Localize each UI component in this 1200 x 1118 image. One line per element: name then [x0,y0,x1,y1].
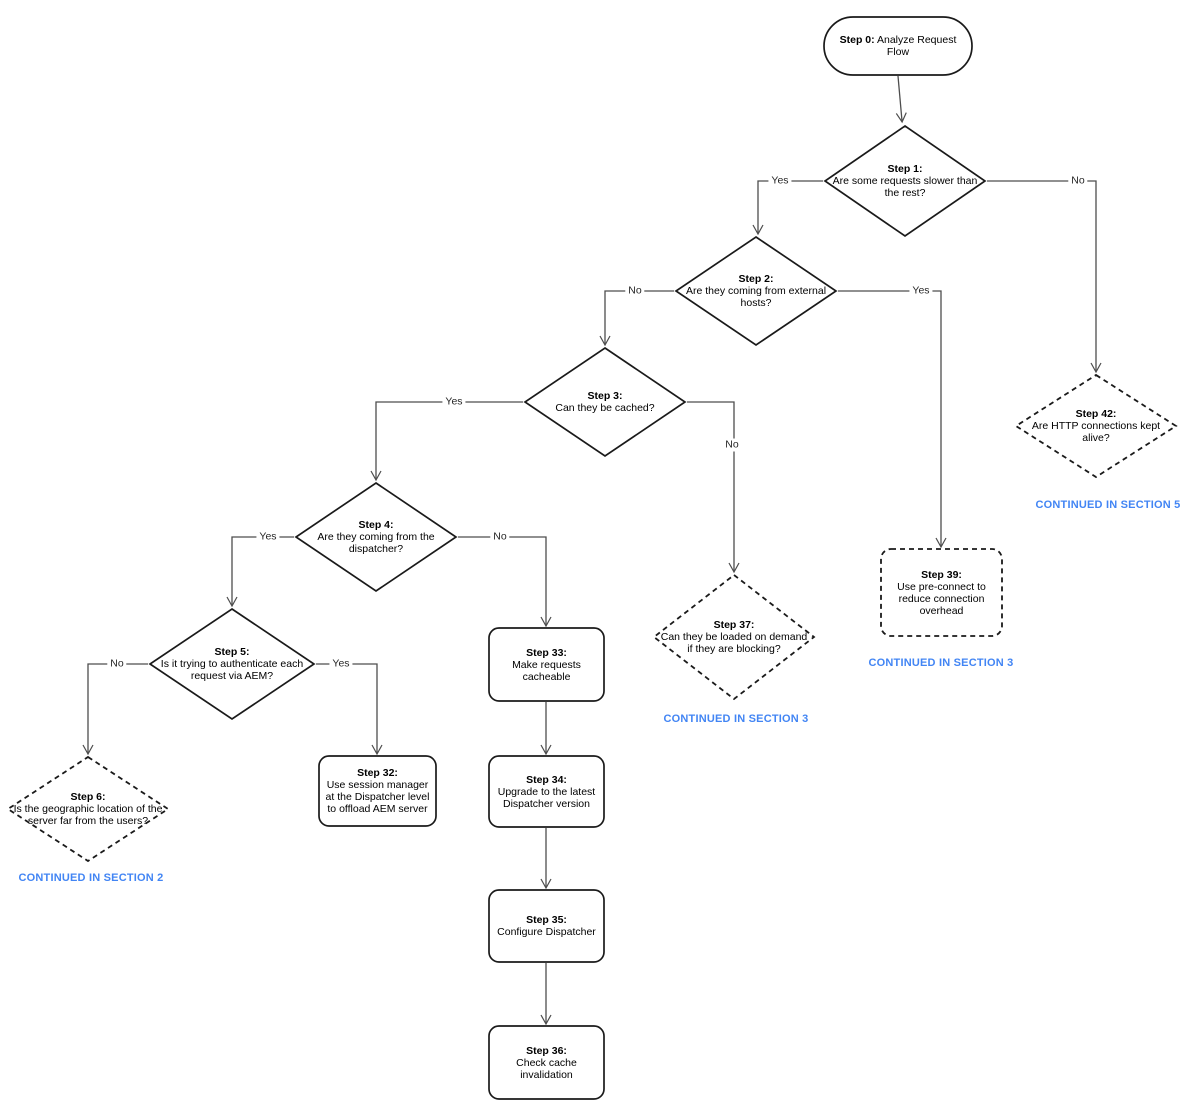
step-label: Step 33: [526,646,567,659]
edge-label-step1-no: No [1068,174,1088,188]
node-step5: Step 5:Is it trying to authenticate each… [148,607,316,721]
dashed-process-shape [880,548,1003,637]
node-step35: Step 35:Configure Dispatcher [488,889,605,963]
dashed-diamond-shape [652,573,816,701]
process-shape [488,755,605,828]
edge-label-step5-yes: Yes [329,657,353,671]
edge-label-step2-no: No [625,284,645,298]
edge-step3-step37 [687,401,740,574]
step-text: Use session manager at the Dispatcher le… [325,779,430,815]
node-step37: Step 37:Can they be loaded on demand if … [652,573,816,701]
edge-label-step1-yes: Yes [768,174,792,188]
step-label: Step 36: [526,1044,567,1057]
edge-step0-step1 [895,75,907,124]
continuation-section-3b: CONTINUED IN SECTION 3 [868,657,1014,669]
step-text: Configure Dispatcher [497,926,596,938]
step-text: Analyze Request Flow [876,34,957,58]
step-text: Are they coming from the dispatcher? [317,531,435,555]
step-label: Step 4: [358,519,394,531]
step-label: Step 35: [526,914,567,926]
node-step34: Step 34:Upgrade to the latest Dispatcher… [488,755,605,828]
process-shape [488,1025,605,1100]
node-step36: Step 36:Check cache invalidation [488,1025,605,1100]
edge-label-step3-yes: Yes [442,395,466,409]
step-label: Step 34: [526,773,567,786]
edge-step2-step3 [599,290,674,347]
edge-step4-step5 [226,536,294,608]
step-text: Are some requests slower than the rest? [832,175,978,199]
edge-step4-step33 [458,536,552,628]
node-step3: Step 3:Can they be cached? [523,346,687,458]
diamond-shape [523,346,687,458]
node-step32: Step 32:Use session manager at the Dispa… [318,755,437,827]
step-text: Is the geographic location of the server… [13,803,163,827]
node-step39: Step 39:Use pre-connect to reduce connec… [880,548,1003,637]
step-label: Step 3: [587,390,623,402]
step-label: Step 0: [839,34,875,46]
step-text: Is it trying to authenticate each reques… [160,658,304,682]
node-step0: Step 0: Analyze Request Flow [823,16,973,76]
step-label: Step 32: [357,767,398,779]
step-text: Are HTTP connections kept alive? [1031,420,1161,444]
edge-step5-step32 [316,663,383,756]
step-text: Make requests cacheable [512,658,581,683]
edge-label-step2-yes: Yes [909,284,933,298]
diamond-shape [148,607,316,721]
step-label: Step 5: [214,646,250,658]
step-label: Step 42: [1075,408,1117,420]
edge-step2-step39 [838,290,947,549]
diamond-shape [674,235,838,347]
dashed-diamond-shape [1014,373,1178,479]
step-text: Upgrade to the latest Dispatcher version [497,785,596,810]
node-step42: Step 42:Are HTTP connections kept alive? [1014,373,1178,479]
edge-label-step4-no: No [490,530,510,544]
dashed-diamond-shape [6,755,170,863]
stadium-shape [823,16,973,76]
step-label: Step 6: [70,791,106,803]
continuation-section-5: CONTINUED IN SECTION 5 [1035,499,1181,511]
edge-label-step4-yes: Yes [256,530,280,544]
node-step4: Step 4:Are they coming from the dispatch… [294,481,458,593]
edge-label-step5-no: No [107,657,127,671]
node-step1: Step 1:Are some requests slower than the… [823,124,987,238]
step-label: Step 2: [738,273,774,285]
node-step6: Step 6:Is the geographic location of the… [6,755,170,863]
edge-step1-step42 [987,180,1102,374]
node-step33: Step 33:Make requests cacheable [488,627,605,702]
step-text: Can they be cached? [555,402,655,414]
continuation-section-2: CONTINUED IN SECTION 2 [18,872,164,884]
edge-step1-step2 [752,180,823,236]
step-text: Use pre-connect to reduce connection ove… [897,580,986,617]
step-text: Check cache invalidation [516,1056,577,1081]
step-text: Are they coming from external hosts? [685,285,827,309]
process-shape [318,755,437,827]
step-label: Step 39: [921,568,962,581]
step-label: Step 37: [713,619,755,631]
edge-step5-step6 [82,663,148,756]
step-text: Can they be loaded on demand if they are… [660,631,808,655]
edge-label-step3-no: No [722,438,742,452]
continuation-section-3: CONTINUED IN SECTION 3 [663,713,809,725]
process-shape [488,889,605,963]
edge-step3-step4 [370,401,523,482]
step-label: Step 1: [887,163,923,175]
node-step2: Step 2:Are they coming from external hos… [674,235,838,347]
process-shape [488,627,605,702]
diamond-shape [823,124,987,238]
diamond-shape [294,481,458,593]
